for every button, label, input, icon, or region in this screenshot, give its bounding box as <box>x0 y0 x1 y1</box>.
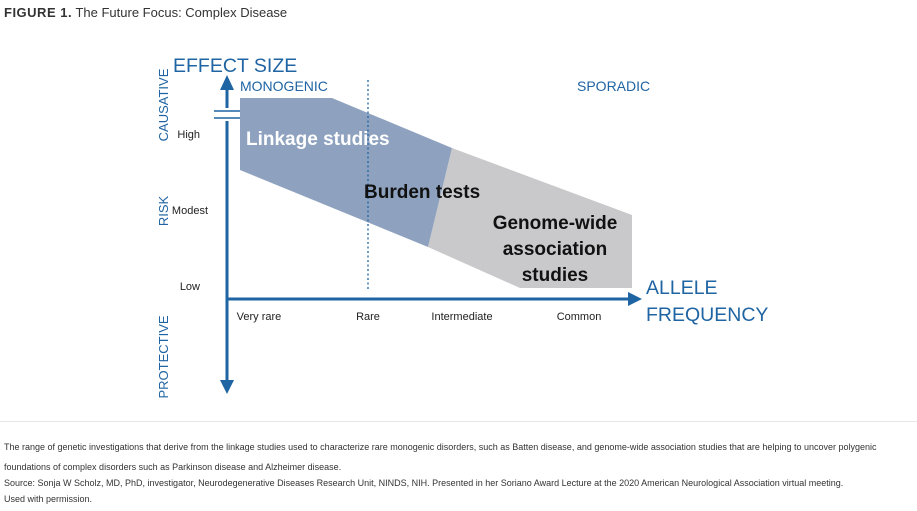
y-axis-title: EFFECT SIZE <box>173 55 297 77</box>
y-level-high: High <box>177 129 200 141</box>
x-level-intermediate: Intermediate <box>431 311 492 323</box>
caption-permission: Used with permission. <box>4 494 93 504</box>
region-label-gwas-line3: studies <box>522 265 589 286</box>
y-axis-arrowhead-down <box>220 380 234 394</box>
region-label-linkage: Linkage studies <box>246 129 390 150</box>
y-level-modest: Modest <box>172 205 208 217</box>
x-level-common: Common <box>557 311 602 323</box>
x-axis-title-line1: ALLELE <box>646 277 718 299</box>
region-label-burden: Burden tests <box>364 182 480 203</box>
y-label-protective: PROTECTIVE <box>156 315 171 398</box>
effect-size-frequency-diagram: EFFECT SIZE ALLELE FREQUENCY CAUSATIVE R… <box>156 55 768 399</box>
caption-panel: The range of genetic investigations that… <box>0 421 917 511</box>
figure-label: FIGURE 1. <box>4 5 73 20</box>
y-level-low: Low <box>180 281 200 293</box>
linkage-region <box>240 98 452 247</box>
caption-source: Source: Sonja W Scholz, MD, PhD, investi… <box>4 478 844 488</box>
header-monogenic: MONOGENIC <box>240 78 328 94</box>
y-label-causative: CAUSATIVE <box>156 68 171 141</box>
figure-title-text: The Future Focus: Complex Disease <box>75 5 288 20</box>
y-axis-arrowhead-up <box>220 75 234 90</box>
header-sporadic: SPORADIC <box>577 78 650 94</box>
region-label-gwas-line2: association <box>503 239 608 260</box>
caption-main: The range of genetic investigations that… <box>4 442 877 472</box>
region-label-gwas-line1: Genome-wide <box>493 213 618 234</box>
figure-title: FIGURE 1. The Future Focus: Complex Dise… <box>4 5 287 20</box>
y-label-risk: RISK <box>156 196 171 227</box>
x-level-very-rare: Very rare <box>237 311 282 323</box>
gwas-region <box>428 148 632 288</box>
x-axis-title-line2: FREQUENCY <box>646 304 768 326</box>
x-level-rare: Rare <box>356 311 380 323</box>
x-axis-arrowhead <box>628 292 642 306</box>
